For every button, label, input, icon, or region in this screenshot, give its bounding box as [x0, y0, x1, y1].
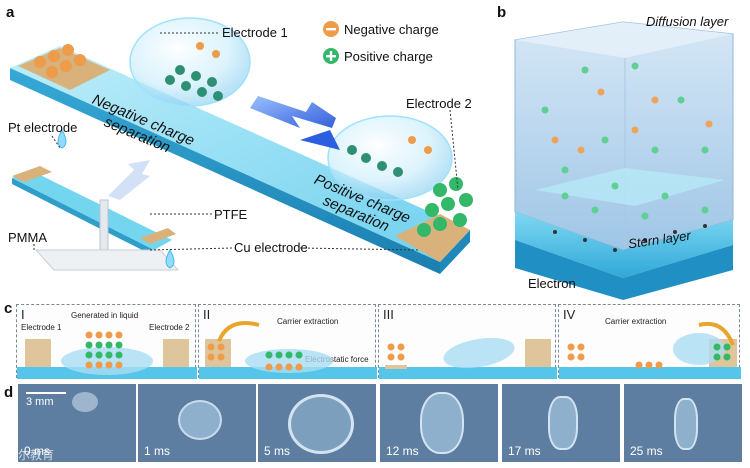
panel-label-b: b — [497, 4, 507, 21]
stage-iii-number: III — [383, 307, 394, 322]
electrode2-label: Electrode 2 — [406, 96, 472, 111]
frame-time: 17 ms — [508, 444, 541, 458]
panel-b-illustration — [514, 21, 734, 300]
stage-i-diagram — [17, 331, 197, 379]
electrode1-label: Electrode 1 — [222, 25, 288, 40]
stage-i-electrode2: Electrode 2 — [149, 323, 190, 332]
ptfe-label: PTFE — [214, 207, 248, 222]
stage-ii-panel: II Carrier extraction Electrostatic forc… — [198, 304, 377, 379]
stage-ii-electrostatic: Electrostatic force — [305, 355, 369, 364]
stage-i-number: I — [21, 307, 25, 322]
stage-ii-diagram — [199, 321, 377, 379]
droplet-shape — [420, 392, 464, 454]
panel-label-d: d — [4, 384, 14, 401]
frame-0ms: 3 mm 0 ms — [18, 384, 136, 462]
stage-ii-number: II — [203, 307, 211, 322]
panel-a-illustration — [10, 17, 473, 274]
electron-label: Electron — [528, 276, 576, 291]
droplet-shape — [548, 396, 578, 450]
frame-time: 1 ms — [144, 444, 171, 458]
diffusion-layer-label: Diffusion layer — [646, 14, 729, 29]
legend-negative-label: Negative charge — [344, 22, 439, 37]
pt-electrode-label: Pt electrode — [8, 120, 78, 135]
droplet-shape — [288, 394, 354, 454]
scale-bar — [26, 392, 66, 394]
panel-label-a: a — [6, 4, 15, 21]
frame-17ms: 17 ms — [502, 384, 620, 462]
frame-time: 12 ms — [386, 444, 419, 458]
stage-iii-panel: III — [378, 304, 557, 379]
frame-25ms: 25 ms — [624, 384, 742, 462]
frame-time: 0 ms — [24, 444, 51, 458]
frame-time: 5 ms — [264, 444, 291, 458]
frame-time: 25 ms — [630, 444, 663, 458]
frame-12ms: 12 ms — [380, 384, 498, 462]
legend-positive-label: Positive charge — [344, 49, 433, 64]
stage-iii-diagram — [379, 337, 557, 379]
stage-iv-panel: IV Carrier extraction — [558, 304, 741, 379]
cu-electrode-label: Cu electrode — [234, 240, 308, 255]
droplet-shape — [674, 398, 698, 450]
droplet-shape — [72, 392, 98, 412]
stage-ii-carrier: Carrier extraction — [277, 317, 339, 326]
frame-5ms: 5 ms — [258, 384, 376, 462]
droplet-shape — [178, 400, 222, 440]
frame-1ms: 1 ms — [138, 384, 256, 462]
stage-iv-carrier: Carrier extraction — [605, 317, 667, 326]
stage-iv-number: IV — [563, 307, 576, 322]
pmma-label: PMMA — [8, 230, 47, 245]
stage-i-electrode1: Electrode 1 — [21, 323, 62, 332]
stage-i-generated: Generated in liquid — [71, 311, 139, 320]
stage-i-panel: I Electrode 1 Generated in liquid Electr… — [16, 304, 197, 379]
stage-iv-diagram — [559, 322, 741, 379]
watermark: 爱尔教育 — [6, 448, 55, 462]
scale-label: 3 mm — [26, 396, 54, 408]
panel-label-c: c — [4, 300, 13, 317]
